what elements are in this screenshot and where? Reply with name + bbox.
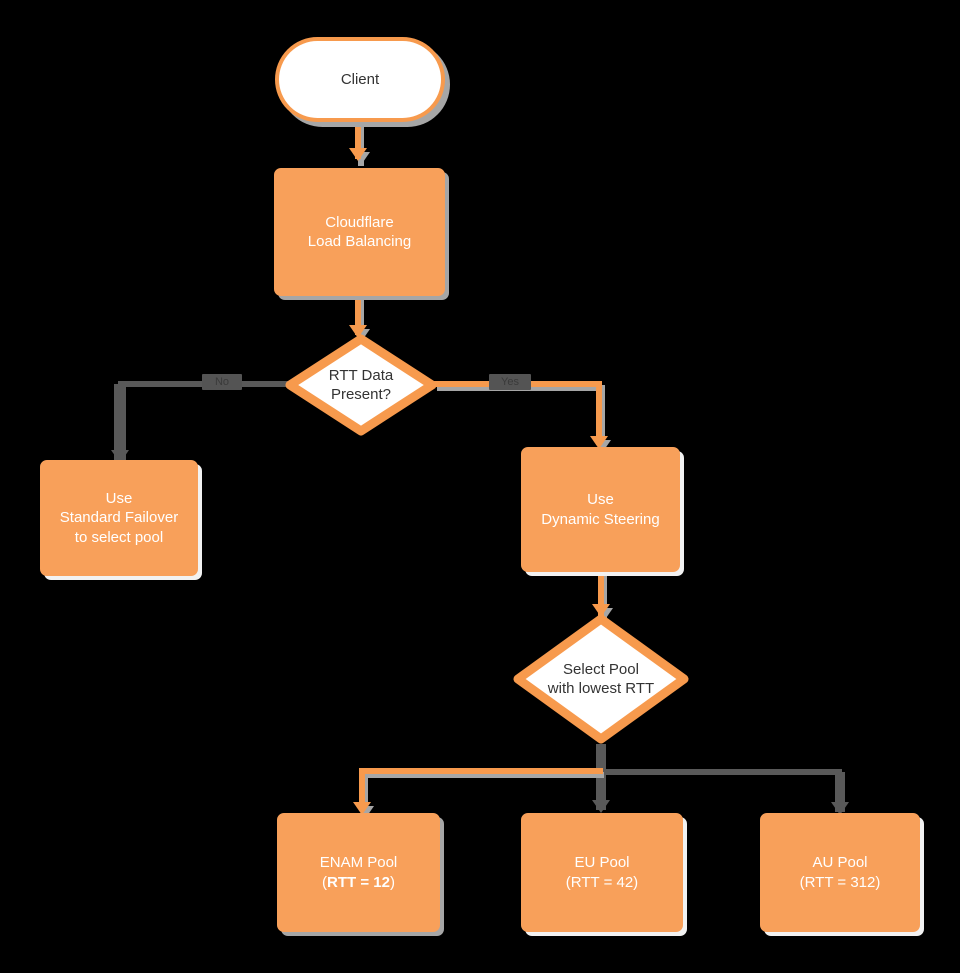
node-rtt-data-present[interactable]: RTT Data Present?: [285, 334, 437, 436]
node-enam-pool-metric: (RTT = 12): [322, 873, 395, 893]
node-au-pool-metric: (RTT = 312): [799, 873, 881, 891]
node-select-pool-label: Select Pool with lowest RTT: [547, 660, 655, 698]
node-rtt-data-present-label: RTT Data Present?: [328, 366, 394, 404]
node-client[interactable]: Client: [275, 37, 445, 122]
node-dynamic-steering-label: Use Dynamic Steering: [541, 491, 660, 528]
node-standard-failover[interactable]: Use Standard Failover to select pool: [40, 460, 198, 576]
node-cloudflare-load-balancing[interactable]: Cloudflare Load Balancing: [274, 168, 445, 296]
node-select-pool[interactable]: Select Pool with lowest RTT: [513, 614, 689, 744]
node-cloudflare-load-balancing-label: Cloudflare Load Balancing: [307, 213, 412, 251]
node-dynamic-steering[interactable]: Use Dynamic Steering: [521, 447, 680, 572]
node-au-pool[interactable]: AU Pool (RTT = 312): [760, 813, 920, 932]
node-au-pool-name: AU Pool: [812, 854, 868, 871]
node-enam-pool-name: ENAM Pool: [319, 854, 398, 871]
diamond-shape-icon: [513, 614, 689, 744]
edge-label-yes: Yes: [489, 374, 531, 391]
paren-close: ): [389, 873, 395, 891]
paren-open: (: [322, 873, 328, 891]
node-enam-pool[interactable]: ENAM Pool (RTT = 12): [277, 813, 440, 932]
node-eu-pool[interactable]: EU Pool (RTT = 42): [521, 813, 683, 932]
node-client-label: Client: [340, 70, 380, 88]
edge-label-no: No: [202, 374, 242, 391]
enam-rtt-value: RTT = 12: [327, 873, 390, 891]
node-eu-pool-metric: (RTT = 42): [565, 873, 639, 891]
node-eu-pool-name: EU Pool: [574, 854, 630, 871]
diamond-shape-icon: [285, 334, 437, 436]
node-standard-failover-label: Use Standard Failover to select pool: [59, 489, 179, 546]
